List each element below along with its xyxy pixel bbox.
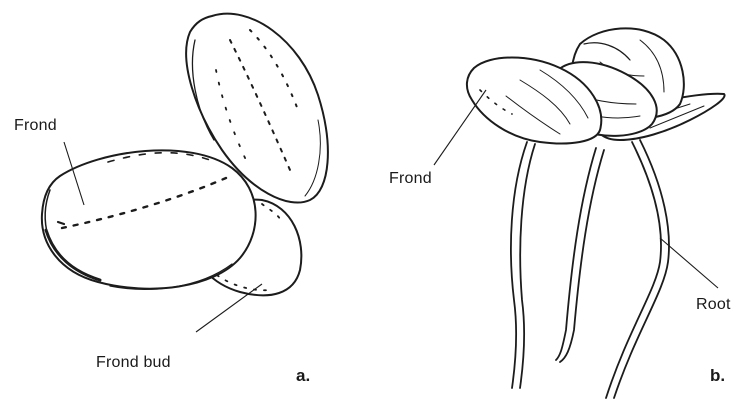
label-root: Root	[696, 296, 731, 314]
leader-line-frond-b	[434, 90, 486, 165]
panel-letter-a: a.	[296, 366, 310, 386]
panel-a-main-frond	[42, 150, 256, 289]
leader-line-frond-bud	[196, 284, 262, 332]
label-frond-a: Frond	[14, 117, 57, 135]
label-frond-b: Frond	[389, 170, 432, 188]
label-frond-bud: Frond bud	[96, 354, 171, 372]
panel-b-drawing	[434, 28, 725, 398]
panel-a-drawing	[42, 14, 328, 332]
panel-b-roots	[511, 140, 669, 398]
panel-letter-b: b.	[710, 366, 725, 386]
